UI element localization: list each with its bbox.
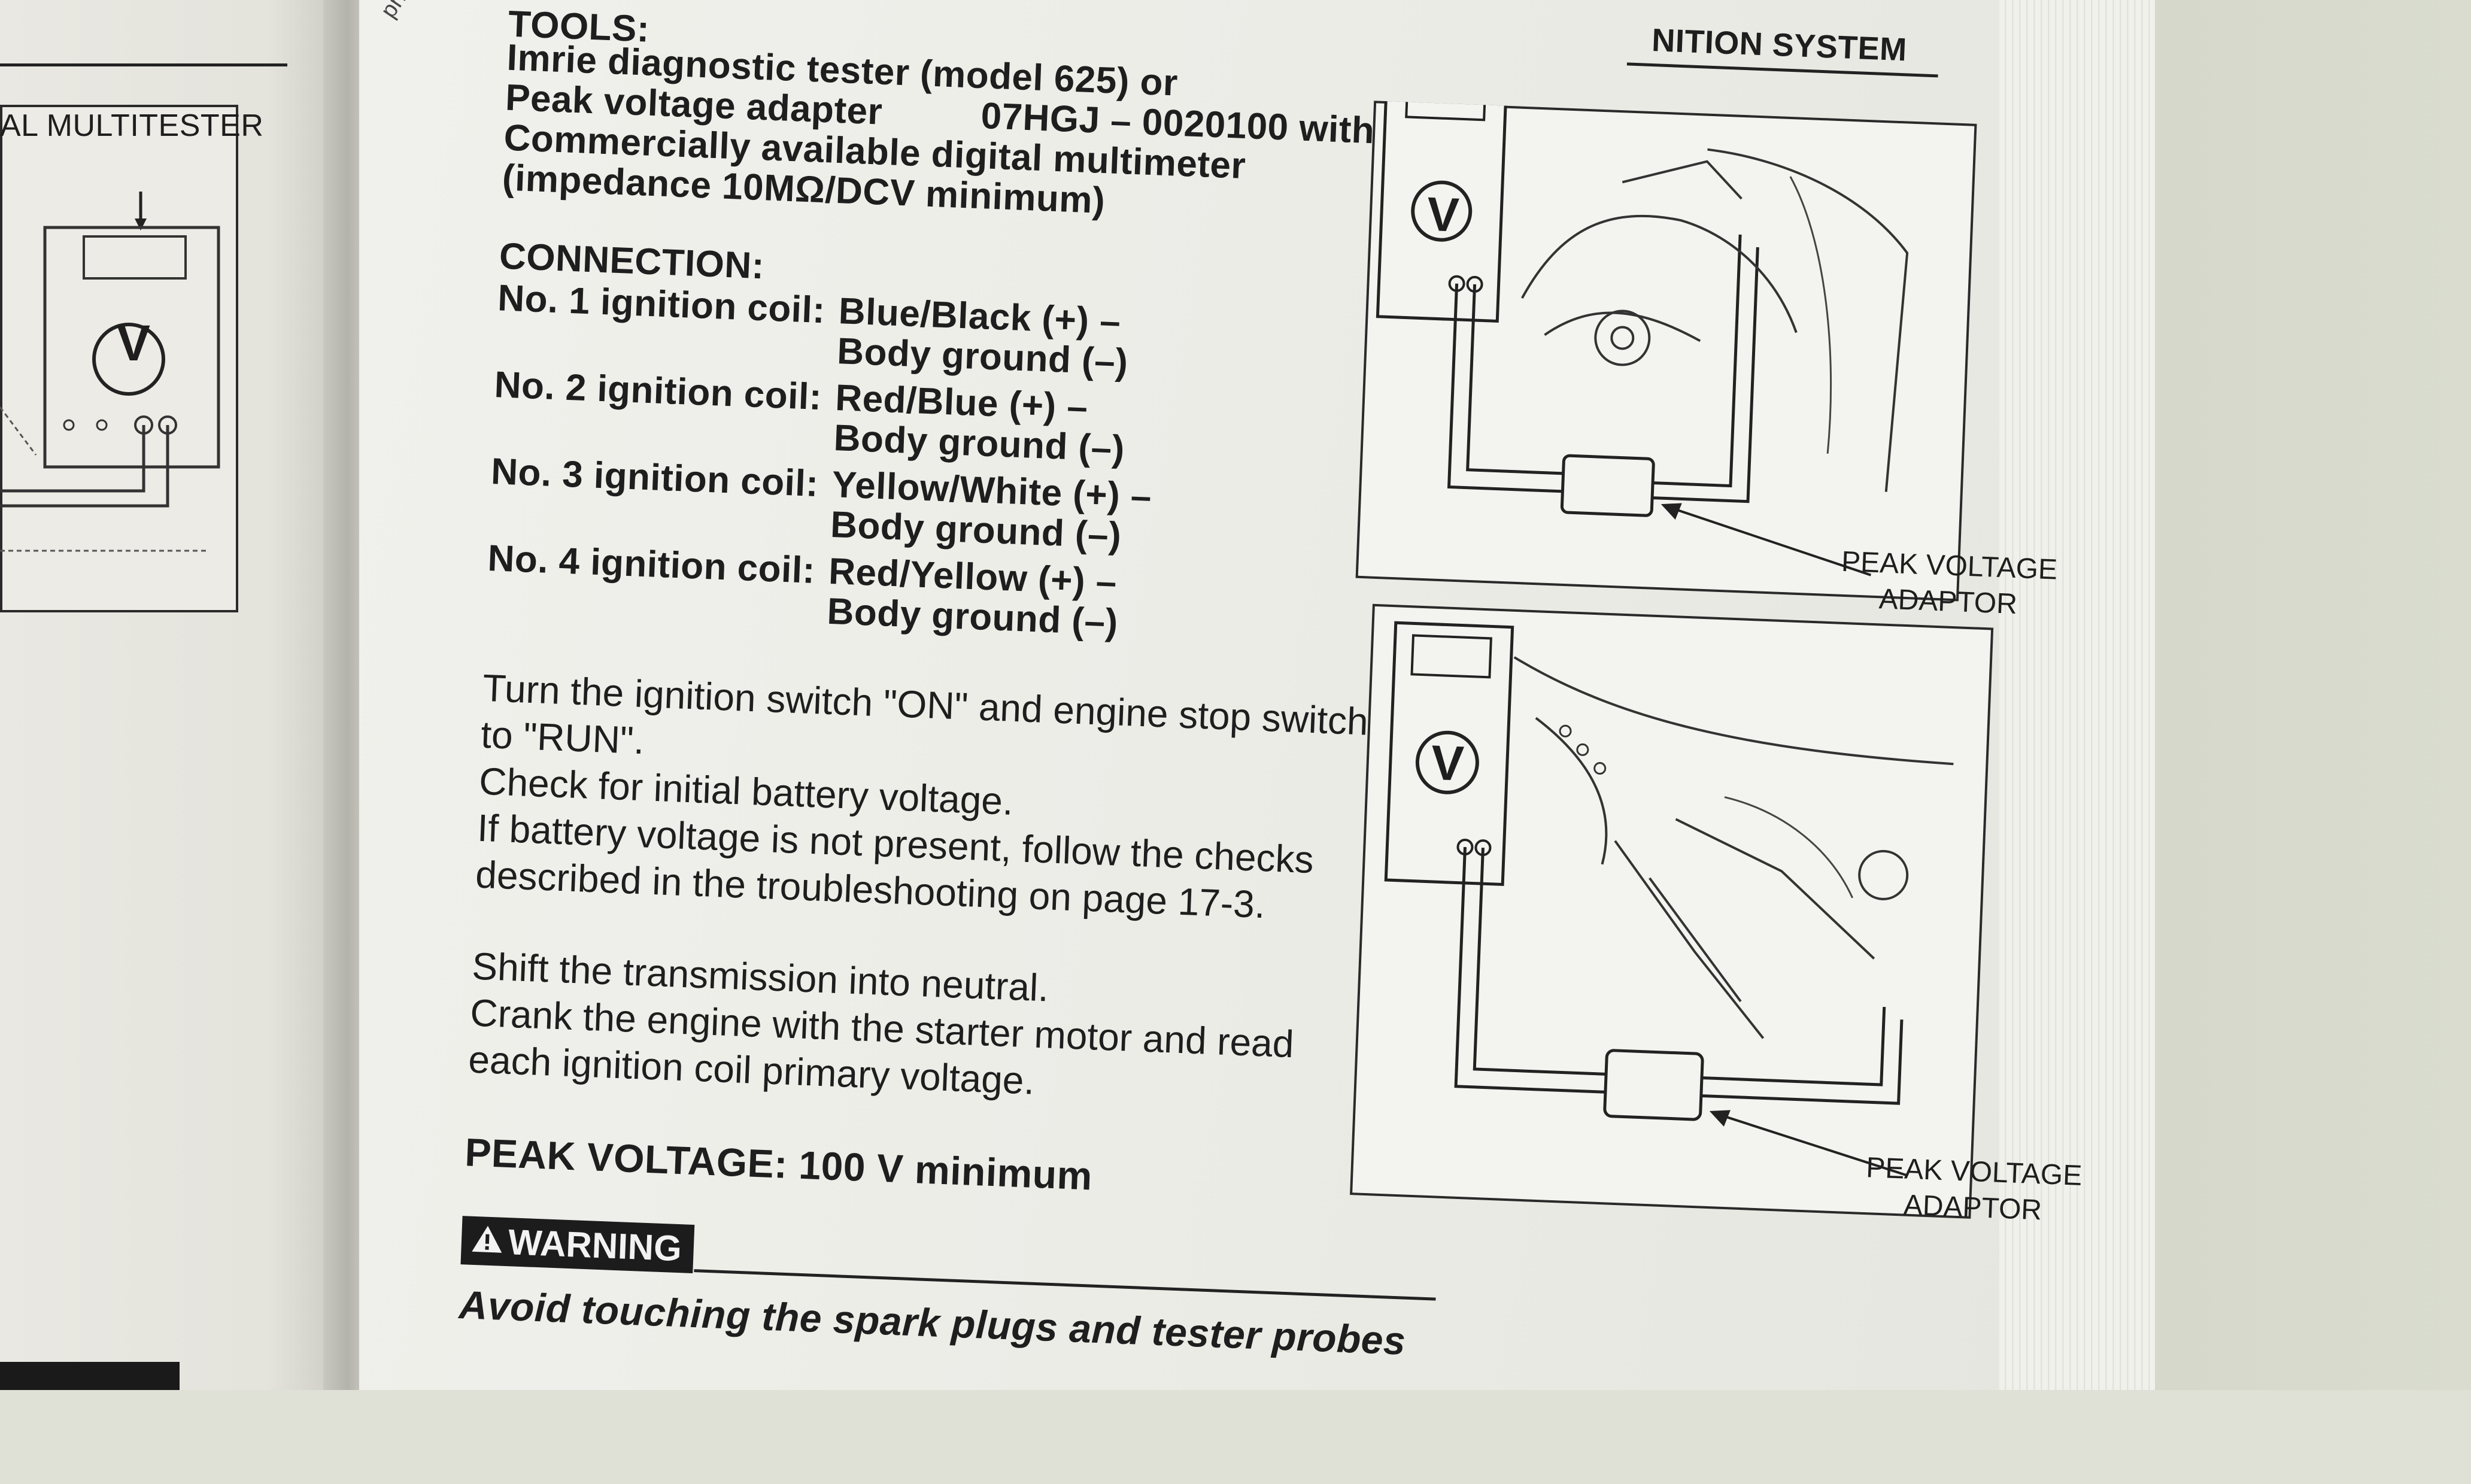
left-bottom-tab bbox=[0, 1362, 180, 1390]
left-figure-label: AL MULTITESTER bbox=[0, 108, 264, 143]
figure-top-meter-symbol: V bbox=[1426, 187, 1461, 242]
figure-bottom-drawing bbox=[1384, 621, 1954, 1177]
coil-label: No. 4 ignition coil: bbox=[487, 537, 816, 591]
figure-top-label: PEAK VOLTAGE ADAPTOR bbox=[1839, 544, 2058, 624]
left-multimeter-drawing bbox=[0, 192, 220, 552]
left-figure-frame bbox=[0, 105, 238, 612]
warning-triangle-icon bbox=[470, 1220, 505, 1263]
left-meter-symbol: V bbox=[117, 315, 151, 371]
figure-top-drawing bbox=[1376, 101, 1909, 576]
left-header-rule bbox=[0, 63, 287, 66]
instruction-line: to "RUN". bbox=[480, 712, 645, 763]
warning-label: WARNING bbox=[507, 1222, 683, 1269]
page-edges bbox=[1999, 0, 2179, 1390]
warning-badge: WARNING bbox=[460, 1216, 695, 1273]
figure-bottom-label: PEAK VOLTAGE ADAPTOR bbox=[1864, 1150, 2083, 1230]
coil-label: No. 1 ignition coil: bbox=[497, 277, 826, 332]
peak-voltage-spec: PEAK VOLTAGE: 100 V minimum bbox=[464, 1130, 1094, 1198]
table-surface bbox=[2155, 0, 2471, 1390]
coil-label: No. 2 ignition coil: bbox=[493, 364, 823, 418]
coil-label: No. 3 ignition coil: bbox=[490, 451, 819, 505]
figure-bottom-meter-symbol: V bbox=[1430, 735, 1465, 791]
